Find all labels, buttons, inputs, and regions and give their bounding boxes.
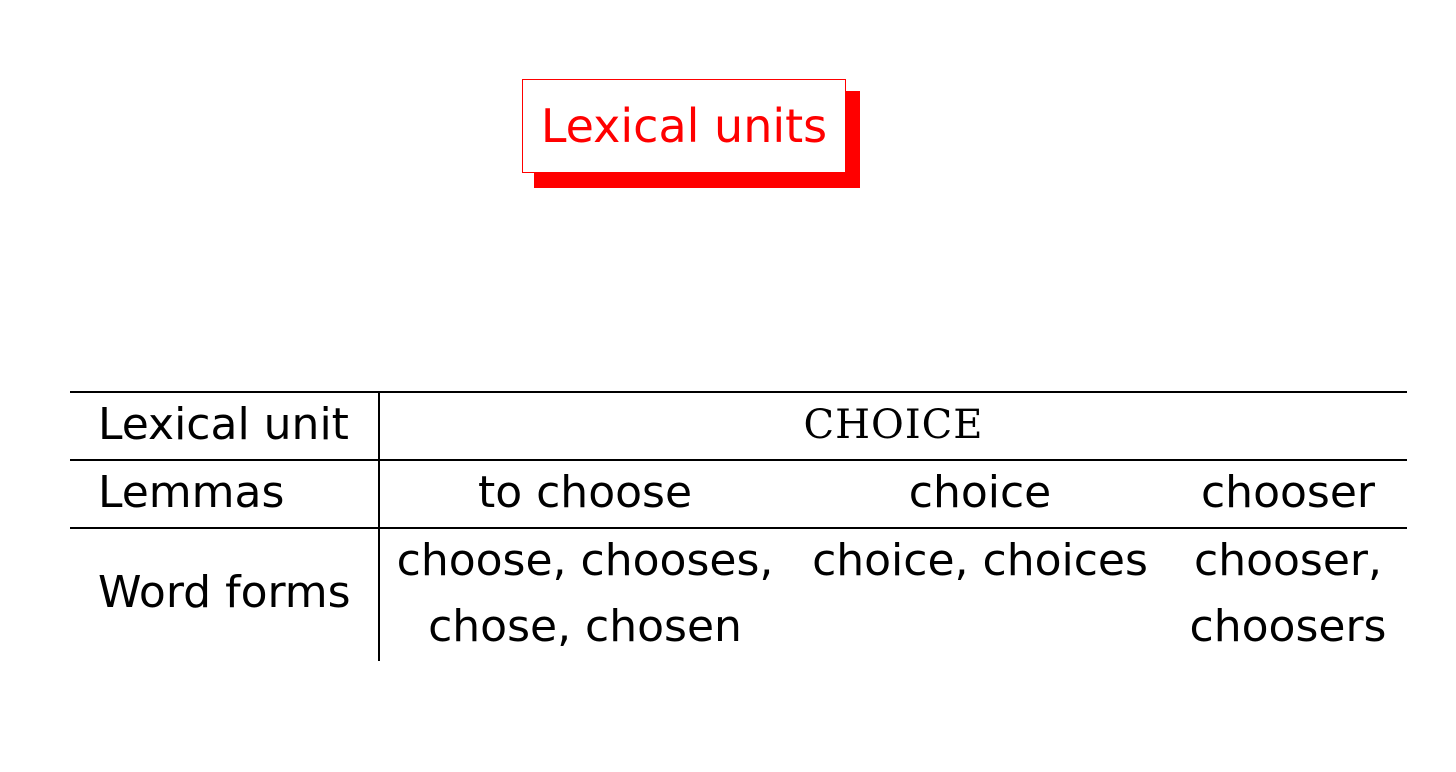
word-forms-choose-line-1: choose, chooses, — [396, 535, 774, 586]
title-frame: Lexical units — [522, 79, 846, 173]
row-label-word-forms: Word forms — [98, 567, 351, 618]
row-label-lemmas: Lemmas — [98, 467, 285, 518]
word-forms-chooser-line-2: choosers — [1189, 601, 1387, 652]
table-rule-top — [70, 391, 1407, 393]
table-rule-2 — [70, 527, 1407, 529]
lexical-unit-value: CHOICE — [803, 402, 984, 448]
slide-title: Lexical units — [540, 99, 828, 153]
lemma-chooser: chooser — [1200, 467, 1375, 518]
table-column-divider — [378, 391, 380, 661]
word-forms-choose-line-2: chose, chosen — [428, 601, 742, 652]
word-forms-choice: choice, choices — [812, 535, 1148, 586]
lemma-to-choose: to choose — [477, 467, 693, 518]
lemma-choice: choice — [908, 467, 1052, 518]
table-rule-1 — [70, 459, 1407, 461]
row-label-lexical-unit: Lexical unit — [98, 399, 349, 450]
slide-title-box: Lexical units — [522, 79, 860, 188]
word-forms-chooser-line-1: chooser, — [1194, 535, 1382, 586]
